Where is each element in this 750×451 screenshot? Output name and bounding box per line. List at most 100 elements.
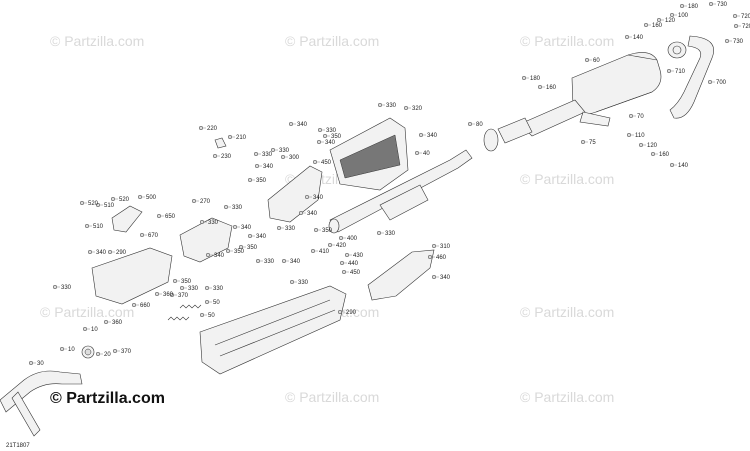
callout-label-50: 50 (208, 313, 215, 319)
callout-label-650: 650 (165, 214, 176, 220)
hardware-marker (255, 258, 261, 264)
hardware-marker (110, 196, 116, 202)
heat-shield-290-main (199, 285, 347, 375)
callout-label-330: 330 (279, 148, 290, 154)
callout-label-50: 50 (213, 300, 220, 306)
callout-label-350: 350 (322, 228, 333, 234)
callout-label-520: 520 (88, 201, 99, 207)
hardware-marker (339, 260, 345, 266)
heat-shield-310 (367, 249, 435, 301)
hardware-marker (724, 38, 730, 44)
callout-label-290: 290 (116, 250, 127, 256)
callout-label-330: 330 (232, 205, 243, 211)
watermark-text: © Partzilla.com (520, 33, 614, 49)
hardware-marker (179, 285, 185, 291)
bracket-500 (111, 205, 143, 233)
watermark-text: © Partzilla.com (520, 171, 614, 187)
hardware-marker (304, 194, 310, 200)
callout-label-340: 340 (214, 253, 225, 259)
callout-label-350: 350 (234, 249, 245, 255)
hardware-marker (254, 163, 260, 169)
callout-label-10: 10 (91, 327, 98, 333)
callout-label-60: 60 (593, 58, 600, 64)
hardware-marker (191, 198, 197, 204)
hardware-markers (28, 1, 739, 366)
callout-label-20: 20 (104, 352, 111, 358)
callout-label-500: 500 (146, 195, 157, 201)
callout-label-330: 330 (264, 259, 275, 265)
callout-label-460: 460 (436, 255, 447, 261)
hardware-marker (205, 252, 211, 258)
brand-text: © Partzilla.com (50, 390, 165, 407)
callout-label-340: 340 (96, 250, 107, 256)
hardware-marker (467, 121, 473, 127)
callout-label-320: 320 (412, 106, 423, 112)
callout-label-330: 330 (262, 152, 273, 158)
callout-label-350: 350 (247, 245, 258, 251)
hardware-marker (403, 105, 409, 111)
callout-label-75: 75 (589, 140, 596, 146)
callout-label-100: 100 (678, 13, 689, 19)
hardware-marker (156, 213, 162, 219)
callout-label-510: 510 (104, 203, 115, 209)
callout-label-330: 330 (213, 286, 224, 292)
hardware-marker (650, 151, 656, 157)
callout-label-210: 210 (236, 135, 247, 141)
hardware-marker (418, 132, 424, 138)
heat-shield-290-left (91, 247, 173, 305)
hardware-marker (107, 249, 113, 255)
hardware-marker (338, 235, 344, 241)
callout-label-40: 40 (423, 151, 430, 157)
callout-label-330: 330 (385, 231, 396, 237)
hardware-marker (317, 127, 323, 133)
hardware-marker (376, 230, 382, 236)
hardware-marker (341, 269, 347, 275)
hardware-marker (289, 279, 295, 285)
callout-label-120: 120 (665, 18, 676, 24)
middle-pipe-40 (328, 149, 473, 234)
callout-label-330: 330 (298, 280, 309, 286)
callout-label-340: 340 (307, 211, 318, 217)
hardware-marker (87, 249, 93, 255)
callout-label-440: 440 (348, 261, 359, 267)
callout-label-340: 340 (297, 122, 308, 128)
callout-label-140: 140 (678, 163, 689, 169)
hardware-marker (624, 34, 630, 40)
callout-label-720: 720 (742, 24, 750, 30)
hardware-marker (225, 248, 231, 254)
callout-label-340: 340 (325, 140, 336, 146)
hardware-marker (198, 125, 204, 131)
hardware-marker (95, 202, 101, 208)
callout-label-450: 450 (321, 160, 332, 166)
hardware-marker (232, 224, 238, 230)
callout-label-660: 660 (140, 303, 151, 309)
callout-label-310: 310 (440, 244, 451, 250)
hardware-marker (280, 154, 286, 160)
callout-label-700: 700 (716, 80, 727, 86)
hardware-marker (431, 243, 437, 249)
hardware-marker (344, 252, 350, 258)
callout-label-420: 420 (336, 243, 347, 249)
callout-label-360: 360 (112, 320, 123, 326)
hardware-marker (638, 142, 644, 148)
hardware-marker (199, 312, 205, 318)
hardware-marker (322, 133, 328, 139)
hardware-marker (298, 210, 304, 216)
hardware-marker (212, 153, 218, 159)
hardware-marker (337, 309, 343, 315)
leader-lines (33, 3, 741, 364)
hardware-marker (281, 258, 287, 264)
hardware-marker (626, 132, 632, 138)
callout-label-330: 330 (188, 286, 199, 292)
callout-label-180: 180 (688, 4, 699, 10)
hardware-marker (584, 57, 590, 63)
callout-label-330: 330 (386, 103, 397, 109)
callout-label-270: 270 (200, 199, 211, 205)
watermark-text: © Partzilla.com (520, 304, 614, 320)
hardware-marker (313, 227, 319, 233)
watermark-text: © Partzilla.com (50, 33, 144, 49)
callout-label-340: 340 (427, 133, 438, 139)
hardware-marker (431, 274, 437, 280)
hardware-marker (327, 242, 333, 248)
